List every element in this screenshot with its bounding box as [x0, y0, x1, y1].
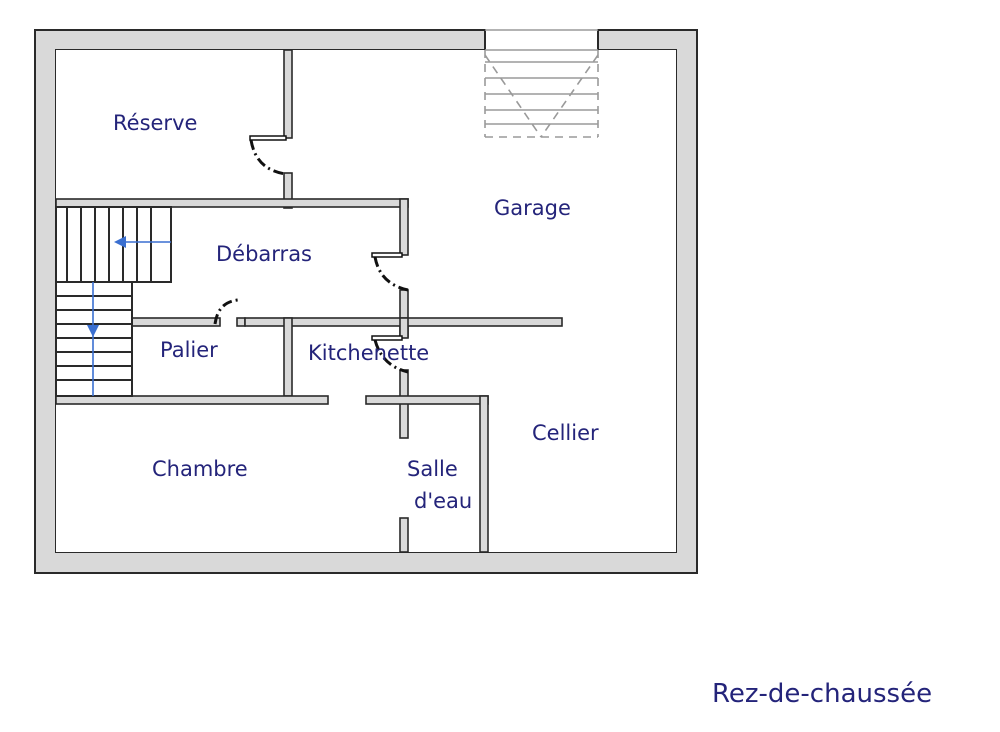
garage-door-opening	[484, 29, 599, 138]
room-label-cellier: Cellier	[532, 421, 599, 445]
door-debarras	[371, 252, 409, 292]
door-reserve	[249, 135, 287, 176]
interior-floor	[56, 50, 676, 552]
stair-arrow-left-icon	[114, 236, 126, 248]
door-kitchenette	[371, 335, 409, 374]
room-label-debarras: Débarras	[216, 242, 312, 266]
staircase-lower	[55, 281, 133, 397]
door-palier	[213, 298, 239, 325]
room-label-salle-eau-line1: Salle	[407, 457, 458, 481]
room-label-kitchenette: Kitchenette	[308, 341, 429, 365]
room-label-palier: Palier	[160, 338, 218, 362]
room-label-reserve: Réserve	[113, 111, 197, 135]
room-label-salle-eau-line2: d'eau	[414, 489, 472, 513]
room-label-chambre: Chambre	[152, 457, 248, 481]
staircase-upper	[55, 206, 172, 283]
plan-title: Rez-de-chaussée	[712, 679, 932, 709]
stair-arrow-down-icon	[87, 325, 99, 337]
room-label-garage: Garage	[494, 196, 571, 220]
